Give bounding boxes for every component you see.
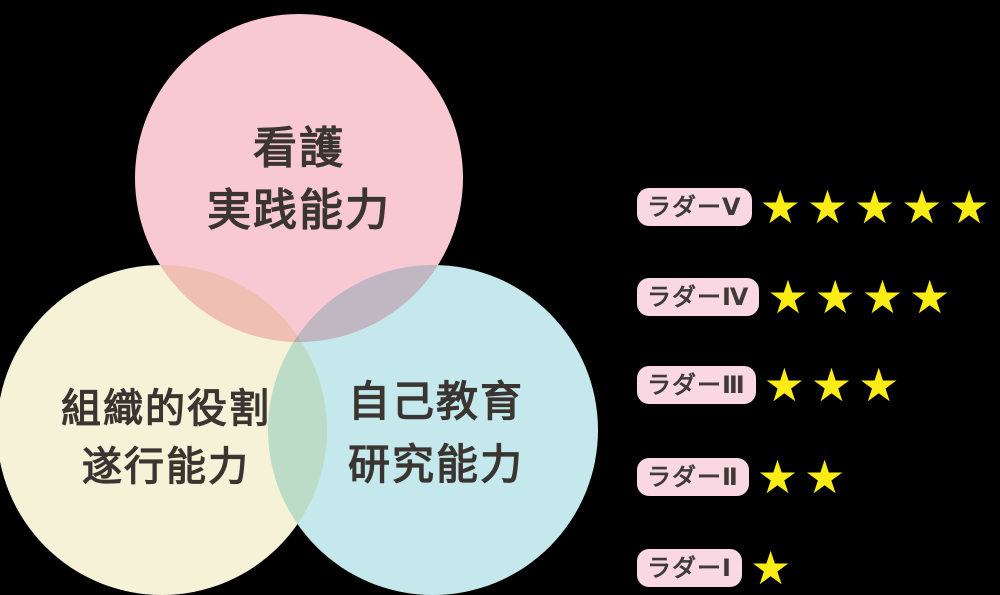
ladder-badge: ラダーⅢ	[637, 366, 756, 404]
rating-stars-icon: ★	[749, 541, 798, 595]
ladder-badge: ラダーⅡ	[637, 458, 749, 496]
ladder-rating-legend: ラダーⅤ ★★★★★ ラダーⅣ ★★★★ ラダーⅢ ★★★ ラダーⅡ ★★ ラダ…	[637, 0, 1000, 591]
rating-stars-icon: ★★★★	[767, 270, 957, 324]
ladder-badge: ラダーⅤ	[637, 188, 752, 226]
label-line: 自己教育	[347, 377, 524, 426]
circle-self-education-research	[268, 265, 598, 595]
rating-stars-icon: ★★	[756, 450, 852, 504]
rating-stars-icon: ★★★★★	[759, 180, 996, 234]
label-line: 実践能力	[207, 185, 391, 236]
rating-stars-icon: ★★★	[763, 358, 906, 412]
label-nursing-practice: 看護 実践能力	[139, 118, 459, 242]
ladder-badge: ラダーⅣ	[637, 278, 760, 316]
label-line: 組織的役割	[61, 386, 271, 432]
ladder-row: ラダーⅡ ★★	[637, 450, 852, 504]
label-line: 看護	[253, 123, 345, 174]
ladder-badge: ラダーⅠ	[637, 549, 742, 587]
label-line: 研究能力	[347, 440, 524, 489]
ladder-row: ラダーⅠ ★	[637, 541, 798, 595]
label-line: 遂行能力	[82, 444, 250, 490]
ladder-row: ラダーⅣ ★★★★	[637, 270, 957, 324]
ladder-row: ラダーⅤ ★★★★★	[637, 180, 996, 234]
label-self-education-research: 自己教育 研究能力	[271, 370, 601, 496]
ladder-row: ラダーⅢ ★★★	[637, 358, 906, 412]
label-organizational-role: 組織的役割 遂行能力	[1, 380, 331, 496]
